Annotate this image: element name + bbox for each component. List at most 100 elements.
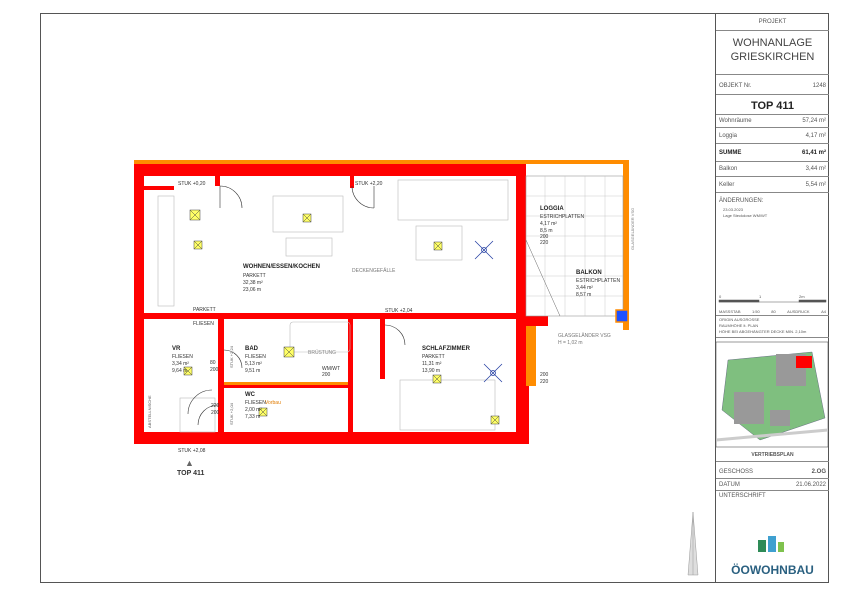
stuk-label-5: STUK +2,04 xyxy=(229,403,234,425)
stuk-label-1: STUK +0,20 xyxy=(178,181,206,187)
logo-text: ÖOWOHNBAU xyxy=(731,563,814,577)
ausdruck-value: A4 xyxy=(821,309,826,314)
abstellnische-label: ABSTELLNISCHE xyxy=(147,395,152,428)
room-perimeter-schlafzimmer: 13,90 m xyxy=(422,368,441,374)
room-area-balkon: 3,44 m² xyxy=(576,285,593,291)
parapet-3: 220 xyxy=(211,403,220,409)
room-finish-bad: FLIESEN xyxy=(245,354,266,360)
stuk-label-4: STUK +2,24 xyxy=(229,346,234,368)
area-value: 57,24 m² xyxy=(802,118,826,124)
datum-label: DATUM xyxy=(719,482,740,488)
room-name-wc: WC xyxy=(245,392,255,398)
room-name-wohnen: WOHNEN/ESSEN/KOCHEN xyxy=(243,264,321,270)
projekt-label: PROJEKT xyxy=(716,13,829,31)
geschoss-row: GESCHOSS 2.OG xyxy=(716,466,829,479)
hoehe-note: HÖHE BEI ABGEHÄNGTER DECKE MIN. 2,10m xyxy=(716,329,829,338)
room-area-vr: 3,34 m² xyxy=(172,361,189,367)
ausdruck-label: AUSDRUCK xyxy=(787,309,810,314)
aenderungen-date: 23.03.2023 xyxy=(723,207,744,212)
room-perimeter-wohnen: 23,06 m xyxy=(243,287,262,293)
vertriebsplan-label: VERTRIEBSPLAN xyxy=(716,448,829,462)
project-name-line1: WOHNANLAGE xyxy=(732,37,813,49)
area-label: Wohnräume xyxy=(719,118,752,124)
area-label: SUMME xyxy=(719,150,742,156)
area-value: 61,41 m² xyxy=(801,150,826,156)
aenderungen-text: Lage Steckdose WM/WT xyxy=(723,213,768,218)
parapet-1: 200 xyxy=(540,372,549,378)
masstab-value: 1:50 xyxy=(751,309,760,314)
top-number: TOP 411 xyxy=(716,97,829,115)
room-area-wohnen: 32,38 m² xyxy=(243,280,263,286)
parapet-4: 200 xyxy=(211,410,220,416)
floor-parkett-label: PARKETT xyxy=(193,307,216,313)
parapet-5: 200 xyxy=(322,372,331,378)
datum-row: DATUM 21.06.2022 xyxy=(716,479,829,491)
loggia-balcony xyxy=(525,175,629,323)
room-finish-wc: FLIESEN xyxy=(245,400,266,406)
room-finish-vr: FLIESEN xyxy=(172,354,193,360)
room-perimeter-vr: 9,64 m xyxy=(172,368,188,374)
masstab-label: MASSSTAB xyxy=(719,309,741,314)
loggia-h2: 220 xyxy=(540,240,549,246)
top-label: TOP 411 xyxy=(177,470,205,477)
wmwt-label: WM/WT xyxy=(322,366,341,372)
room-area-schlafzimmer: 11,31 m² xyxy=(422,361,442,367)
room-finish-schlafzimmer: PARKETT xyxy=(422,354,445,360)
scale-bar xyxy=(718,299,827,303)
geschoss-label: GESCHOSS xyxy=(719,469,754,475)
geschoss-value: 2.OG xyxy=(811,469,826,475)
room-name-schlafzimmer: SCHLAFZIMMER xyxy=(422,346,470,352)
area-value: 5,54 m² xyxy=(805,182,826,188)
site-map xyxy=(715,341,829,448)
area-label: Loggia xyxy=(719,133,738,139)
scale-row: MASSSTAB 1:50 80 AUSDRUCK A4 xyxy=(716,309,829,316)
stuk-label-3: STUK +2,04 xyxy=(385,308,413,314)
title-block: PROJEKT WOHNANLAGE GRIESKIRCHEN OBJEKT N… xyxy=(715,13,829,583)
loggia-h1: 200 xyxy=(540,234,549,240)
room-perimeter-wc: 7,33 m xyxy=(245,414,261,420)
area-value: 4,17 m² xyxy=(805,133,826,139)
furniture xyxy=(157,179,509,433)
deckengefaelle-label: DECKENGEFÄLLE xyxy=(352,268,396,274)
raumhoehe-note: RAUMHÖHE lt. PLAN xyxy=(719,323,759,328)
drawing-frame xyxy=(40,13,829,583)
room-perimeter-loggia: 8,5 m xyxy=(540,228,553,234)
scale-tick: 1 xyxy=(759,294,762,299)
area-label: Balkon xyxy=(719,166,738,172)
area-row-loggia: Loggia 4,17 m² xyxy=(716,128,829,144)
orange-elements xyxy=(190,160,629,386)
ceiling-outlets xyxy=(474,240,503,383)
glasgelaender-height: H = 1,02 m xyxy=(558,340,583,346)
room-perimeter-balkon: 8,57 m xyxy=(576,292,592,298)
room-finish-balkon: ESTRICHPLATTEN xyxy=(576,278,621,284)
stuk-label-6: STUK +2,08 xyxy=(178,448,206,454)
area-row-keller: Keller 5,54 m² xyxy=(716,177,829,193)
glasgelaender-label-2: GLASGELÄNDER VSG xyxy=(630,207,635,250)
datum-value: 21.06.2022 xyxy=(795,482,826,488)
floor-fliesen-label: FLIESEN xyxy=(193,321,214,327)
room-finish-loggia: ESTRICHPLATTEN xyxy=(540,214,585,220)
objekt-label: OBJEKT Nr. xyxy=(719,83,752,89)
walls xyxy=(134,164,548,444)
vorbau-label: Vorbau xyxy=(265,400,281,406)
room-name-bad: BAD xyxy=(245,346,258,352)
vr-d1: 80 xyxy=(210,360,216,366)
logo-mark xyxy=(758,536,784,552)
area-label: Keller xyxy=(719,182,735,188)
aenderungen-label: ÄNDERUNGEN: xyxy=(719,198,764,204)
room-name-loggia: LOGGIA xyxy=(540,206,564,212)
area-value: 3,44 m² xyxy=(805,166,826,172)
room-name-balkon: BALKON xyxy=(576,270,602,276)
room-finish-wohnen: PARKETT xyxy=(243,273,266,279)
unterschrift-label: UNTERSCHRIFT xyxy=(719,493,766,499)
area-row-wohnraeume: Wohnräume 57,24 m² xyxy=(716,115,829,128)
area-row-summe: SUMME 61,41 m² xyxy=(716,144,829,162)
room-area-bad: 5,13 m² xyxy=(245,361,262,367)
parapet-2: 220 xyxy=(540,379,549,385)
scale-tick: 0 xyxy=(719,294,722,299)
entrance-arrow-icon: ▲ xyxy=(185,458,194,468)
masstab-extra: 80 xyxy=(771,309,776,314)
room-area-wc: 2,00 m² xyxy=(245,407,262,413)
scale-tick: 2m xyxy=(799,294,805,299)
